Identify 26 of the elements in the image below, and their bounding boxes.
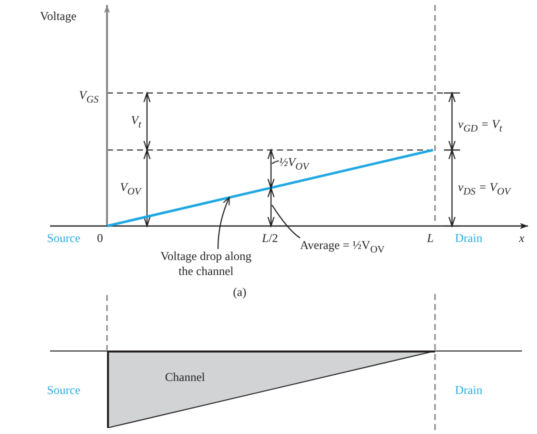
dimension-label: v$_{DS}$ = V$_{OV}$ xyxy=(458,180,510,200)
voltage-line xyxy=(106,148,434,228)
figure-label: (a) xyxy=(233,285,246,300)
terminal-label: Drain xyxy=(455,231,482,246)
dimension-label: ½V$_{OV}$ xyxy=(279,155,309,174)
dimension-label: v$_{GD}$ = V$_{t}$ xyxy=(458,117,502,136)
region-label: Channel xyxy=(165,370,205,385)
channel-region xyxy=(107,351,435,428)
annotation-text: Average = ½V$_{OV}$ xyxy=(300,238,385,258)
axis-label: x xyxy=(519,231,524,246)
dimension-label: V$_{t}$ xyxy=(131,113,142,132)
tick-label: V$_{GS}$ xyxy=(79,88,99,108)
tick-label: L xyxy=(427,231,434,246)
leader-line xyxy=(272,160,280,164)
terminal-label: Drain xyxy=(455,383,482,398)
tick-label: L/2 xyxy=(262,231,278,246)
dimension-arrow xyxy=(267,186,275,228)
dimension-label: V$_{OV}$ xyxy=(120,180,141,200)
leader-line xyxy=(217,197,230,249)
dimension-arrow xyxy=(267,148,275,190)
annotation-text: Voltage drop along the channel xyxy=(155,249,257,279)
terminal-label: Source xyxy=(47,231,80,246)
tick-label: 0 xyxy=(97,231,103,246)
axis-label: Voltage xyxy=(40,9,76,24)
terminal-label: Source xyxy=(47,383,80,398)
leader-line xyxy=(272,204,300,238)
